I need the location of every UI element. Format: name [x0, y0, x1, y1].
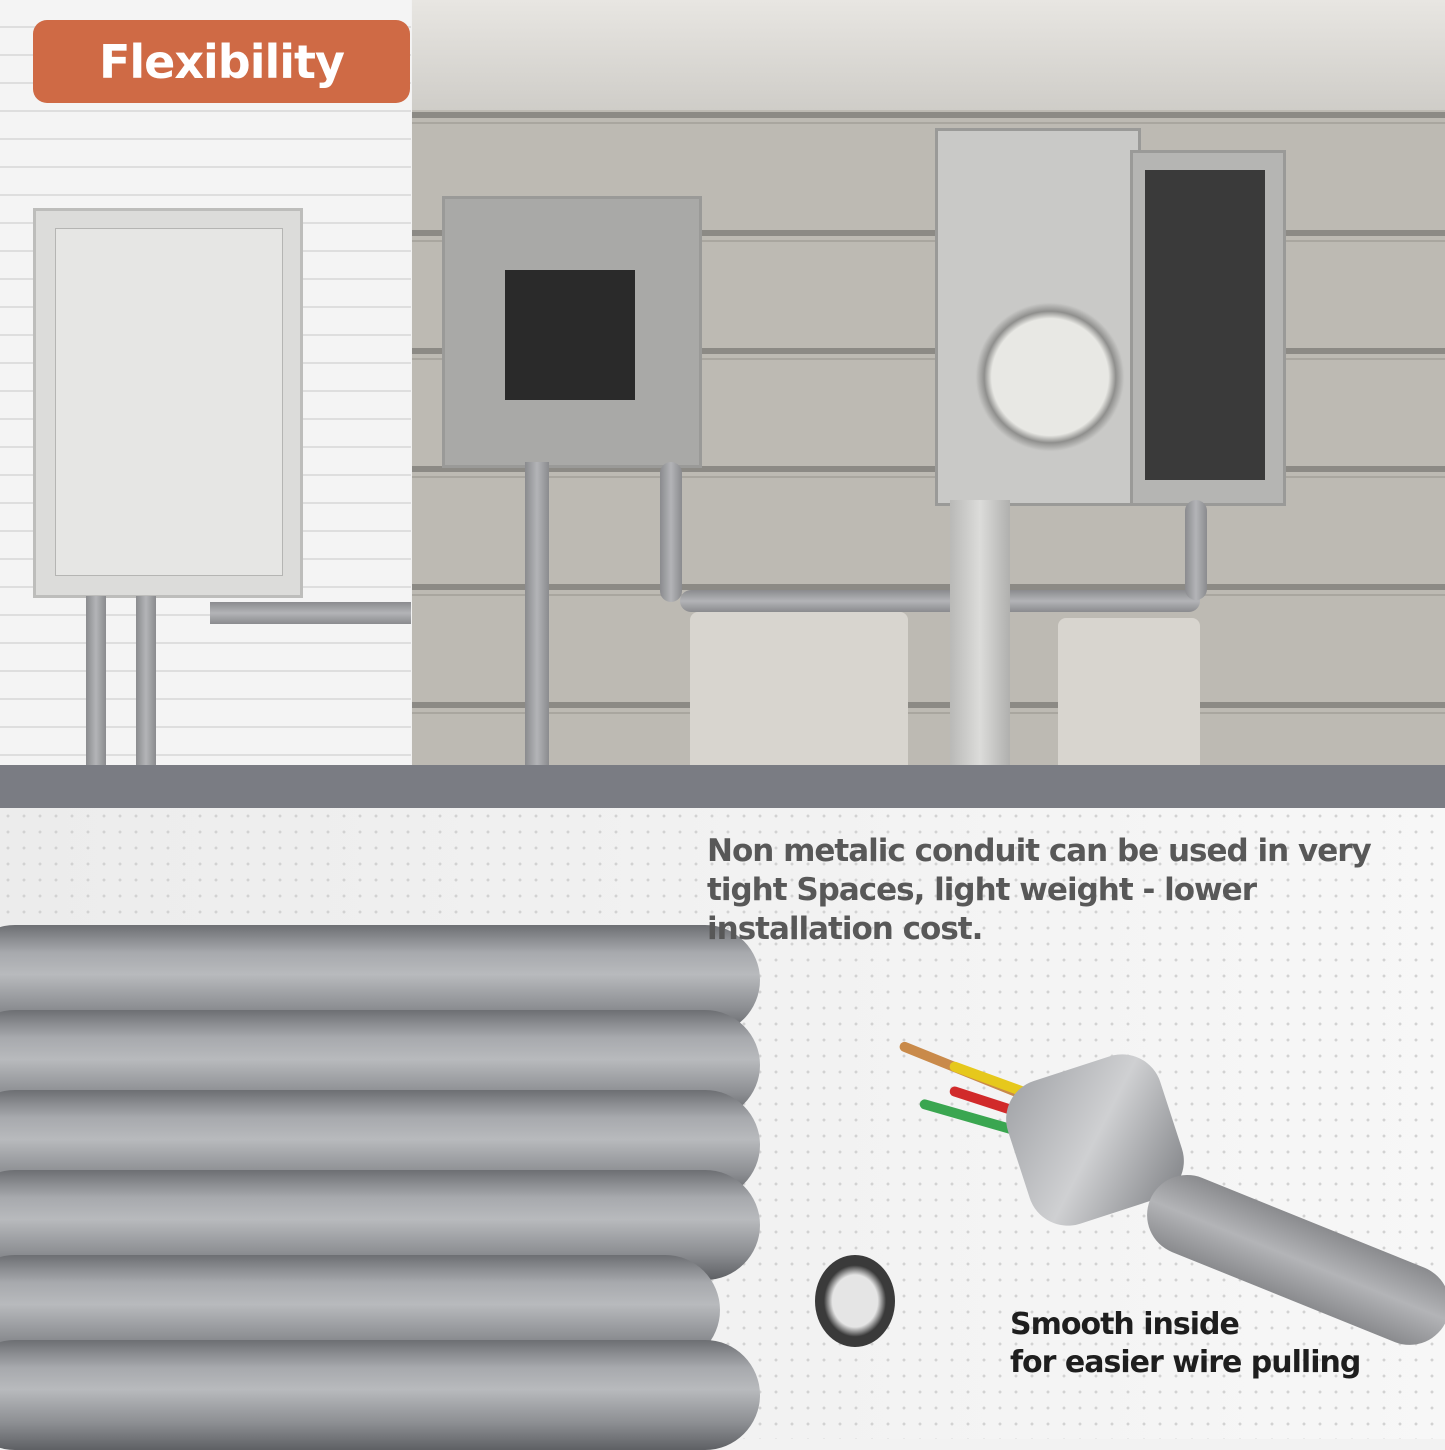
conduit-pipe	[1185, 500, 1207, 600]
badge-label: Flexibility	[98, 34, 345, 89]
conduit-pipe	[136, 596, 156, 765]
electric-meter	[975, 302, 1125, 452]
feature-description: Non metalic conduit can be used in very …	[707, 833, 1372, 947]
utility-box	[1058, 618, 1200, 765]
conduit-pipe	[210, 602, 411, 624]
disconnect-interior	[1145, 170, 1265, 480]
conduit-coil-loop	[0, 1340, 760, 1450]
utility-box	[690, 612, 908, 765]
smooth-inside-caption: Smooth inside for easier wire pulling	[1010, 1306, 1440, 1382]
flexibility-badge: Flexibility	[33, 20, 410, 103]
breaker-panel	[505, 270, 635, 400]
divider-band	[0, 765, 1445, 808]
conduit-pipe	[86, 596, 106, 765]
brick-wall-photo	[0, 0, 411, 765]
conduit-pipe	[525, 462, 549, 765]
downspout	[950, 500, 1010, 765]
conduit-pipe	[660, 462, 682, 602]
roof-eave	[412, 0, 1445, 110]
cabinet-door	[55, 228, 283, 576]
conduit-end-opening	[815, 1255, 895, 1347]
conduit-pipe	[680, 590, 1200, 612]
caption-line-1: Smooth inside	[1010, 1307, 1240, 1342]
caption-line-2: for easier wire pulling	[1010, 1345, 1361, 1380]
